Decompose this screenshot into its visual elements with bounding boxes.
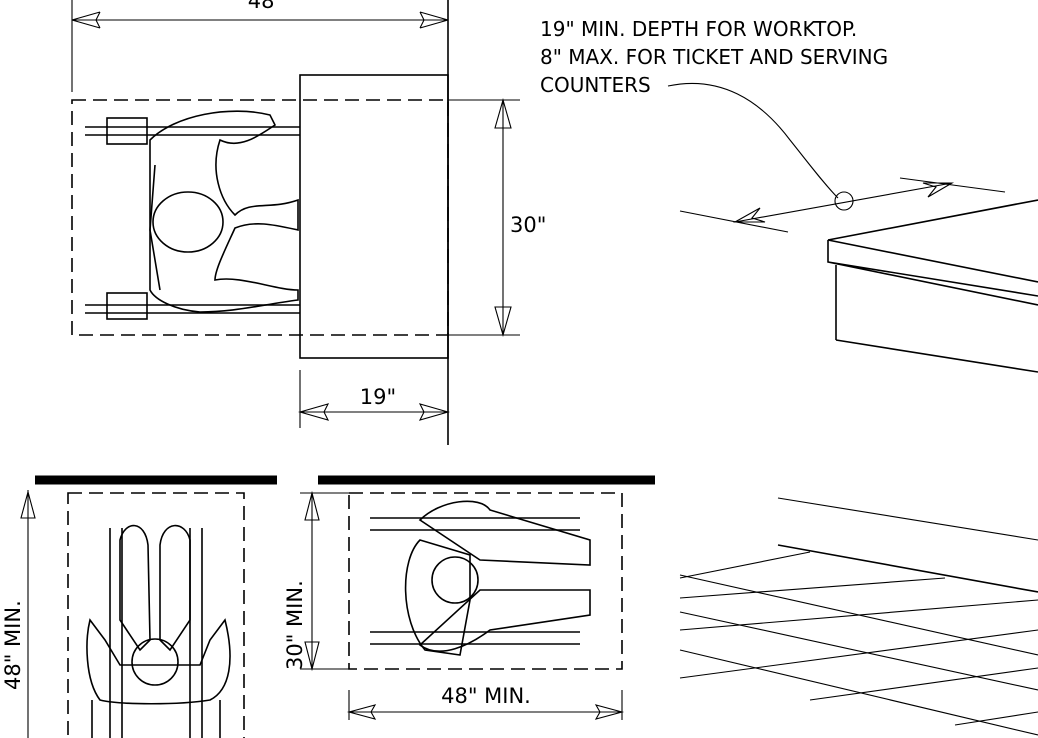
note-line-1: 19" MIN. DEPTH FOR WORKTOP.: [540, 17, 857, 41]
perspective-floor: [679, 497, 1038, 736]
wheelchair-user-forward: [86, 524, 231, 738]
forward-approach-plan: 48" MIN.: [1, 475, 277, 738]
dim-48-label: 48": [248, 0, 284, 13]
leader-line: [667, 82, 839, 199]
parallel-approach-plan: 30" MIN. 48" MIN.: [283, 475, 655, 720]
plan-view-worktop: 48" 30" 19": [71, 0, 546, 445]
dim-48-parallel-label: 48" MIN.: [441, 684, 531, 708]
clear-space-forward: [67, 492, 245, 738]
clear-floor-space: [71, 99, 449, 336]
worktop-counter: [299, 74, 449, 359]
perspective-counter: 19" MIN. DEPTH FOR WORKTOP. 8" MAX. FOR …: [540, 17, 1038, 373]
note-line-3: COUNTERS: [540, 73, 651, 97]
depth-arrow-line: [734, 182, 953, 223]
dim-48-arrow-left: [71, 11, 101, 29]
wheelchair-user-parallel: [370, 500, 591, 656]
dim-30-label: 30": [510, 213, 546, 237]
clear-space-parallel: [348, 492, 623, 670]
dim-30-parallel-label: 30" MIN.: [283, 580, 307, 670]
counter-top: [827, 199, 1038, 306]
dim-48-forward-label: 48" MIN.: [1, 600, 25, 690]
dim-48-arrow-right: [419, 11, 449, 29]
note-line-2: 8" MAX. FOR TICKET AND SERVING: [540, 45, 888, 69]
dim-19-label: 19": [360, 385, 396, 409]
wheelchair-user-plan: [85, 110, 300, 320]
